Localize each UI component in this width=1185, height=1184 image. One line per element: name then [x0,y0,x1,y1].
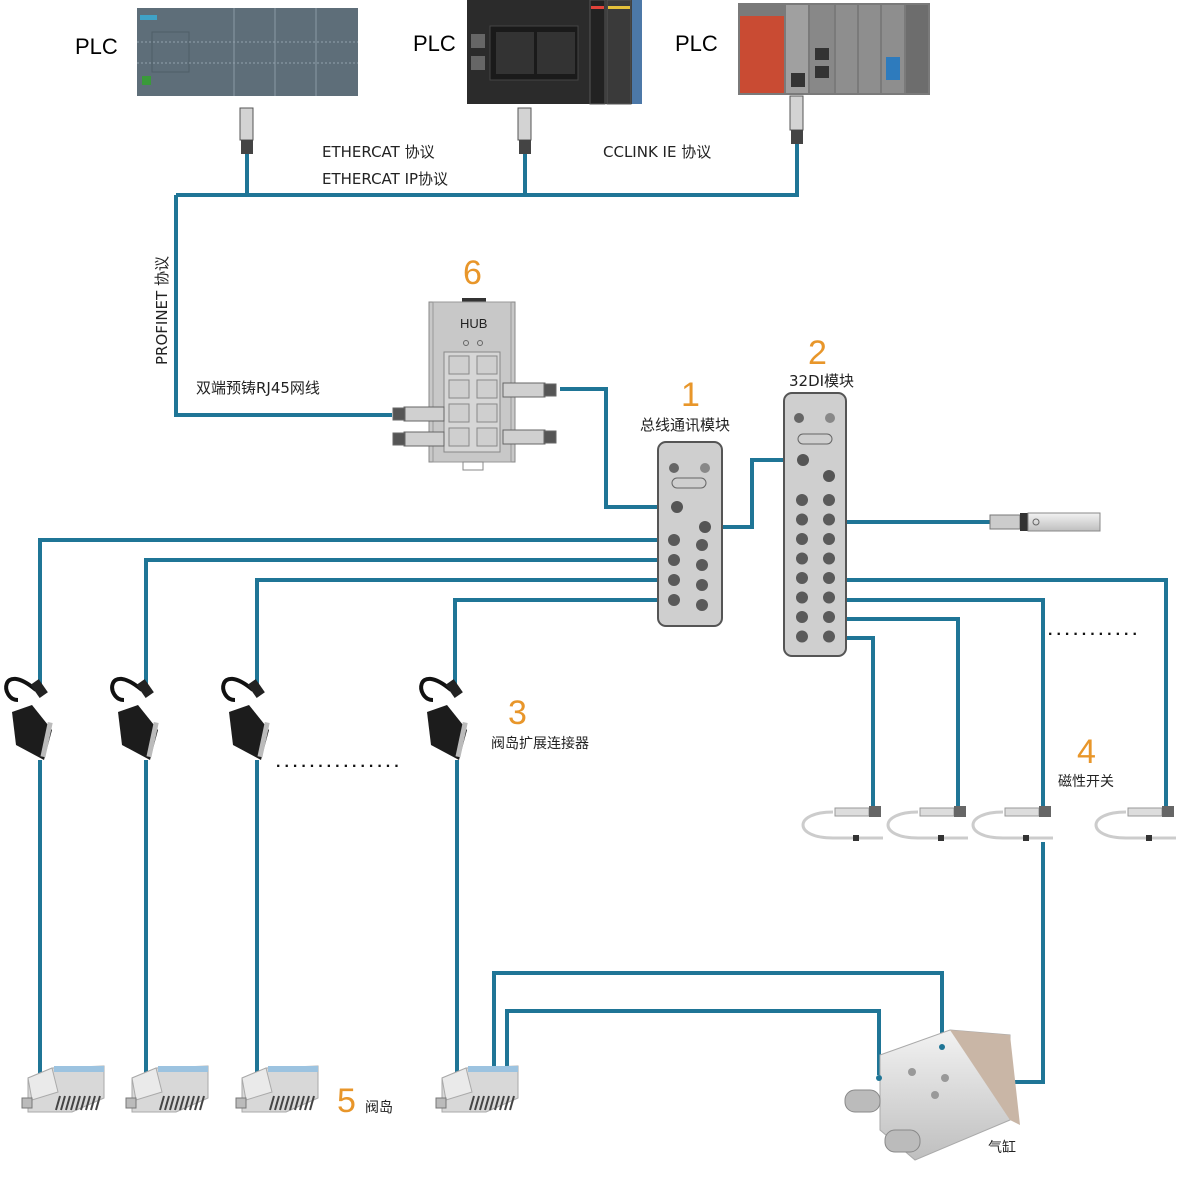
ethercat-protocol-label: ETHERCAT 协议 [322,143,435,161]
component-number-4: 4 [1077,733,1096,771]
component-number-1: 1 [681,376,700,414]
hub-device [428,298,516,471]
m12-port [823,591,835,604]
magnetic-switch [801,806,883,841]
valve-island-connector [110,676,159,760]
valve-island [435,1065,519,1113]
cable-module2-to-switch3 [830,598,1045,810]
m12-port [796,552,808,565]
m12-port [823,552,835,565]
m12-port [823,572,835,584]
cable-module1-to-valve1 [38,538,666,690]
cable-plc-bus [176,144,799,197]
plc-mitsubishi [738,3,930,95]
m12-port [796,494,808,506]
cable-module2-to-switch2 [830,617,960,810]
m12-port [823,533,835,545]
cable-hub-to-module1 [560,387,668,509]
cylinder-label: 气缸 [988,1140,1016,1156]
cable-module2-to-switch4 [830,578,1168,810]
m12-port [823,513,835,526]
component-number-3: 3 [508,694,527,732]
ellipsis-connectors: ............... [276,754,403,771]
valve-island [21,1065,105,1113]
hub-plugs [392,382,557,447]
valve-island-connector [221,676,270,760]
component-name-1: 总线通讯模块 [640,416,731,434]
m12-port [823,630,835,643]
hub-label: HUB [460,316,488,331]
rj45-cable-label: 双端预铸RJ45网线 [196,379,320,397]
cable-island4-to-cylinder-b [505,1009,881,1080]
magnetic-switch [971,806,1053,841]
cclink-protocol-label: CCLINK IE 协议 [603,143,712,161]
m12-port [823,611,835,623]
cable-profinet-to-hub [174,195,392,417]
rj45-connector-plc3 [789,95,804,144]
m12-port [796,591,808,604]
plc-label-1: PLC [75,34,118,59]
profinet-protocol-label: PROFINET 协议 [153,256,171,365]
component-name-2: 32DI模块 [789,372,855,390]
cable-island4-to-cylinder-a [492,971,944,1080]
magnetic-switch [1094,806,1176,841]
ethercat-ip-protocol-label: ETHERCAT IP协议 [322,170,449,188]
valve-island [125,1065,209,1113]
m12-port [796,513,808,526]
component-number-6: 6 [463,254,482,292]
valve-island-connector [419,676,468,760]
plc-siemens [137,8,358,96]
plc-label-2: PLC [413,31,456,56]
component-name-3: 阀岛扩展连接器 [491,736,589,752]
magnetic-switches [801,806,1176,841]
cable-module1-to-valve4 [453,598,666,690]
plc-omron [467,0,642,105]
component-number-2: 2 [808,334,827,372]
m12-port [796,611,808,623]
cable-module2-to-switch1 [830,636,875,810]
plc-label-3: PLC [675,31,718,56]
pneumatic-cylinder [844,1029,1020,1161]
valve-islands [21,1065,519,1113]
cable-module1-to-valve2 [144,558,666,690]
valve-island-connectors [4,676,468,760]
valve-island-connector [4,676,53,760]
cables [38,144,1168,1084]
rj45-connector-plc1 [239,107,254,154]
component-name-4: 磁性开关 [1058,774,1114,790]
m12-port [796,630,808,643]
component-name-5: 阀岛 [365,1100,393,1116]
bus-module-1 [657,441,723,627]
magnetic-switch [886,806,968,841]
cable-module1-to-valve3 [255,578,666,690]
ellipsis-switches: ........... [1048,622,1141,639]
m12-port [796,572,808,584]
valve-island [235,1065,319,1113]
m12-port [796,533,808,545]
rj45-connector-plc2 [517,107,532,154]
m12-port [823,494,835,506]
cable-module1-to-module2 [708,458,800,529]
proximity-sensor [989,512,1101,532]
di-module-2 [783,392,847,657]
component-number-5: 5 [337,1082,356,1120]
